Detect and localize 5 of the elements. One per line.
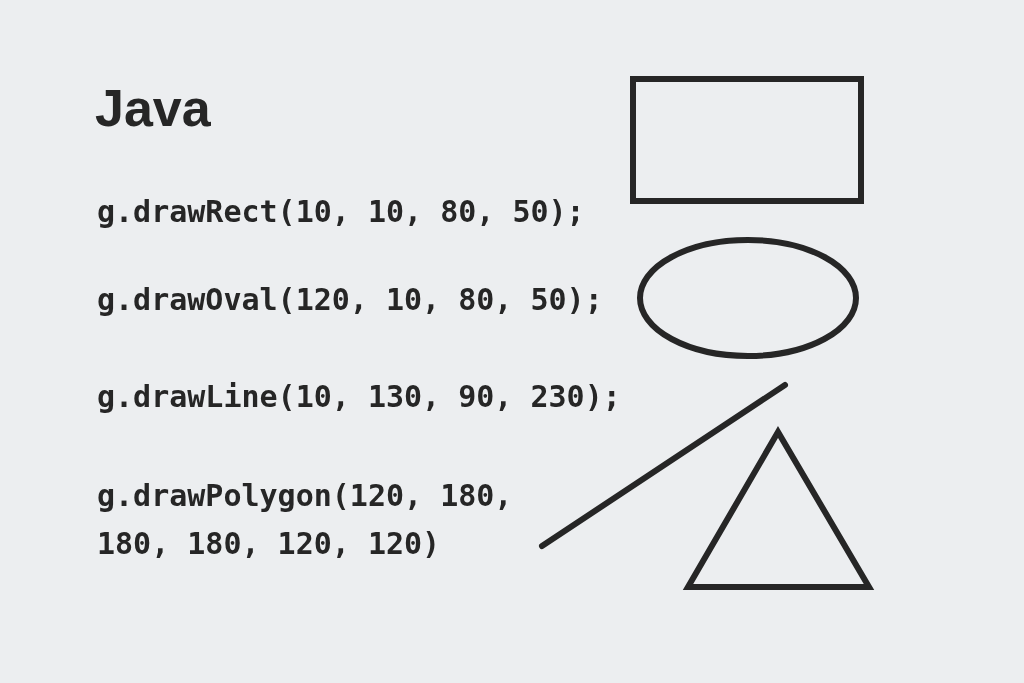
code-line: g.drawOval(120, 10, 80, 50); <box>97 281 603 319</box>
code-line: g.drawPolygon(120, 180, 180, 180, 120, 120) <box>97 477 514 563</box>
title: Java <box>95 78 211 138</box>
code-line: g.drawLine(10, 130, 90, 230); <box>97 378 621 416</box>
code-line: g.drawRect(10, 10, 80, 50); <box>97 193 585 231</box>
